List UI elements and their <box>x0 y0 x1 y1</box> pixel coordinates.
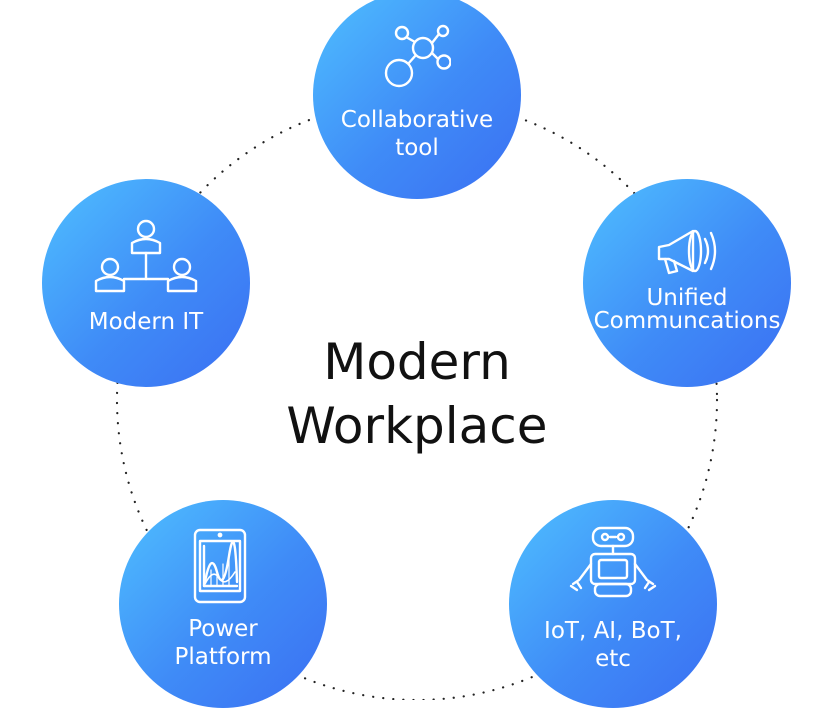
megaphone-icon <box>657 229 717 275</box>
node-label-line1: Modern IT <box>88 309 204 335</box>
node-label-line2: tool <box>395 135 439 161</box>
people-hierarchy-icon <box>94 219 198 293</box>
tablet-chart-icon <box>193 528 247 604</box>
node-label-line1: Unified <box>646 285 728 311</box>
node-modern-it: Modern IT <box>42 179 250 387</box>
node-unified-communications: Unified Communcations <box>583 179 791 387</box>
node-label-line2: etc <box>595 646 631 672</box>
network-nodes-icon <box>384 24 451 88</box>
node-label-line1: Collaborative <box>340 107 494 133</box>
node-power-platform: Power Platform <box>119 500 327 708</box>
node-collaborative-tool: Collaborative tool <box>313 0 521 199</box>
center-title-line2: Workplace <box>286 397 548 455</box>
node-iot-ai-bot: IoT, AI, BoT, etc <box>509 500 717 708</box>
robot-icon <box>569 526 657 598</box>
node-label-line2: Platform <box>174 644 272 670</box>
node-label-line2: Communcations <box>593 308 781 334</box>
node-label-line1: IoT, AI, BoT, <box>544 618 682 644</box>
node-label-line1: Power <box>188 616 258 642</box>
center-title-line1: Modern <box>323 333 511 391</box>
diagram-center-title: Modern Workplace <box>217 330 617 458</box>
